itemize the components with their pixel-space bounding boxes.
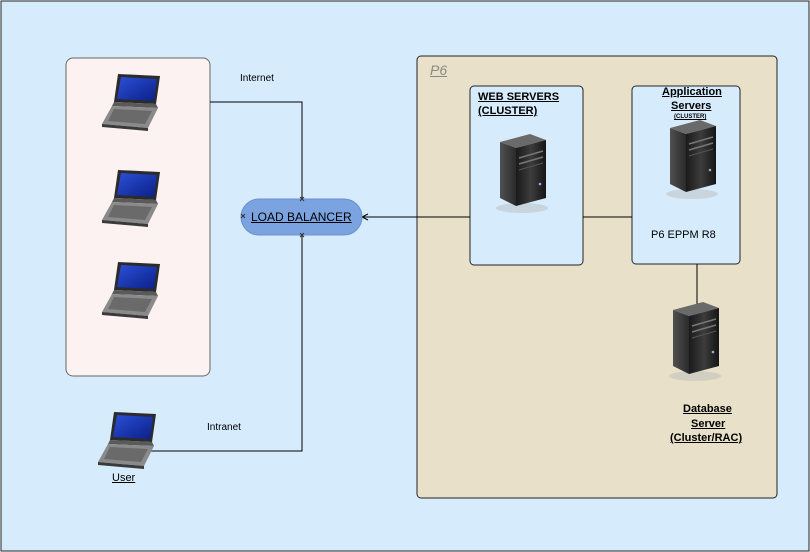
web-servers-title: WEB SERVERS xyxy=(478,91,560,103)
user-label: User xyxy=(112,472,136,484)
internet-connector xyxy=(210,101,303,199)
p6-label: P6 xyxy=(430,62,448,78)
app-servers-title: Application xyxy=(662,86,722,98)
web-servers-subtitle: (CLUSTER) xyxy=(478,105,538,117)
connection-markers xyxy=(240,196,305,238)
database-title: Database xyxy=(683,403,732,415)
app-servers-subtitle: Servers xyxy=(671,100,712,112)
app-servers-cluster: (CLUSTER) xyxy=(674,114,707,120)
intranet-label: Intranet xyxy=(207,422,241,433)
database-cluster: (Cluster/RAC) xyxy=(670,432,743,444)
load-balancer-label: LOAD BALANCER xyxy=(251,210,352,224)
p6-eppm-label: P6 EPPM R8 xyxy=(651,229,716,241)
intranet-connector xyxy=(146,235,303,452)
database-subtitle: Server xyxy=(691,418,726,430)
internet-label: Internet xyxy=(240,73,274,84)
